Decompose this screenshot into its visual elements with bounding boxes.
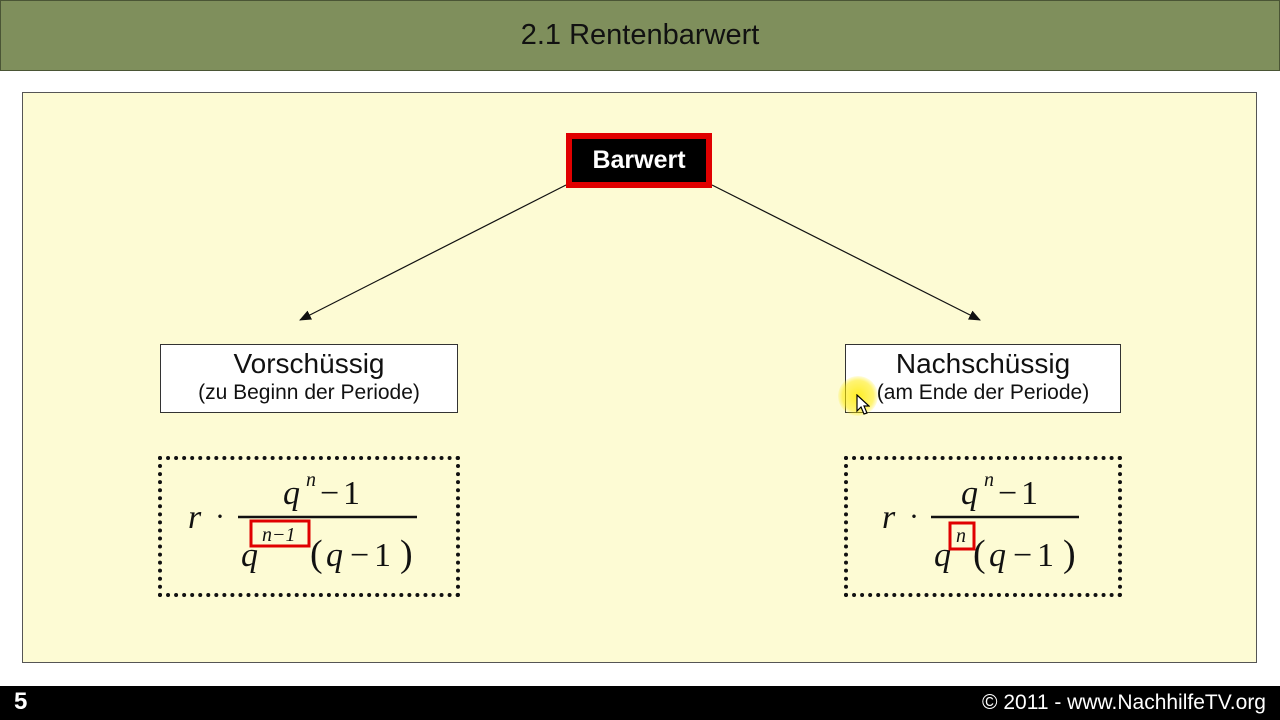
formula-nachschuessig: r · q n − 1 q n ( q − 1 ) (882, 469, 1079, 575)
slide-header: 2.1 Rentenbarwert (0, 0, 1280, 71)
node-nachschuessig: Nachschüssig (am Ende der Periode) (845, 344, 1121, 413)
numerator-one: 1 (343, 475, 360, 512)
arrow-left (299, 184, 567, 321)
node-vorschuessig-title: Vorschüssig (233, 348, 385, 379)
paren-minus: − (1013, 537, 1032, 574)
paren-minus: − (350, 537, 369, 574)
paren-q: q (989, 537, 1006, 574)
dot-operator: · (215, 500, 225, 533)
root-node-barwert: Barwert (566, 133, 712, 188)
open-paren: ( (973, 533, 986, 575)
exponent-highlight-box (948, 521, 976, 551)
numerator-q: q (283, 475, 300, 512)
numerator-q: q (961, 475, 978, 512)
copyright-notice: © 2011 - www.NachhilfeTV.org (982, 691, 1266, 714)
numerator-minus: − (998, 475, 1017, 512)
mouse-pointer-icon (856, 394, 870, 415)
node-vorschuessig: Vorschüssig (zu Beginn der Periode) (160, 344, 458, 413)
paren-one: 1 (374, 537, 391, 574)
dot-operator: · (909, 500, 919, 533)
node-vorschuessig-subtitle: (zu Beginn der Periode) (198, 381, 420, 404)
node-nachschuessig-title: Nachschüssig (895, 348, 1071, 379)
numerator-exponent-n: n (306, 469, 316, 491)
paren-one: 1 (1037, 537, 1054, 574)
close-paren: ) (400, 533, 413, 575)
factor-r: r (882, 499, 896, 536)
denominator-exponent: n−1 (262, 524, 296, 546)
exponent-highlight-box (249, 519, 311, 548)
close-paren: ) (1063, 533, 1076, 575)
formula-vorschuessig: r · q n − 1 q n−1 ( q − 1 ) (188, 469, 417, 575)
root-node-label: Barwert (572, 139, 706, 182)
arrow-right (711, 184, 981, 321)
numerator-exponent-n: n (984, 469, 994, 491)
open-paren: ( (310, 533, 323, 575)
slide-number: 5 (14, 688, 28, 715)
formula-box-nachschuessig (844, 456, 1122, 597)
paren-q: q (326, 537, 343, 574)
slide-title: 2.1 Rentenbarwert (520, 19, 760, 51)
denominator-q: q (934, 537, 951, 574)
numerator-one: 1 (1021, 475, 1038, 512)
denominator-exponent: n (956, 525, 966, 547)
footer-bar: 5 © 2011 - www.NachhilfeTV.org (0, 686, 1280, 720)
numerator-minus: − (320, 475, 339, 512)
factor-r: r (188, 499, 202, 536)
node-nachschuessig-subtitle: (am Ende der Periode) (876, 381, 1090, 404)
formula-box-vorschuessig (158, 456, 460, 597)
